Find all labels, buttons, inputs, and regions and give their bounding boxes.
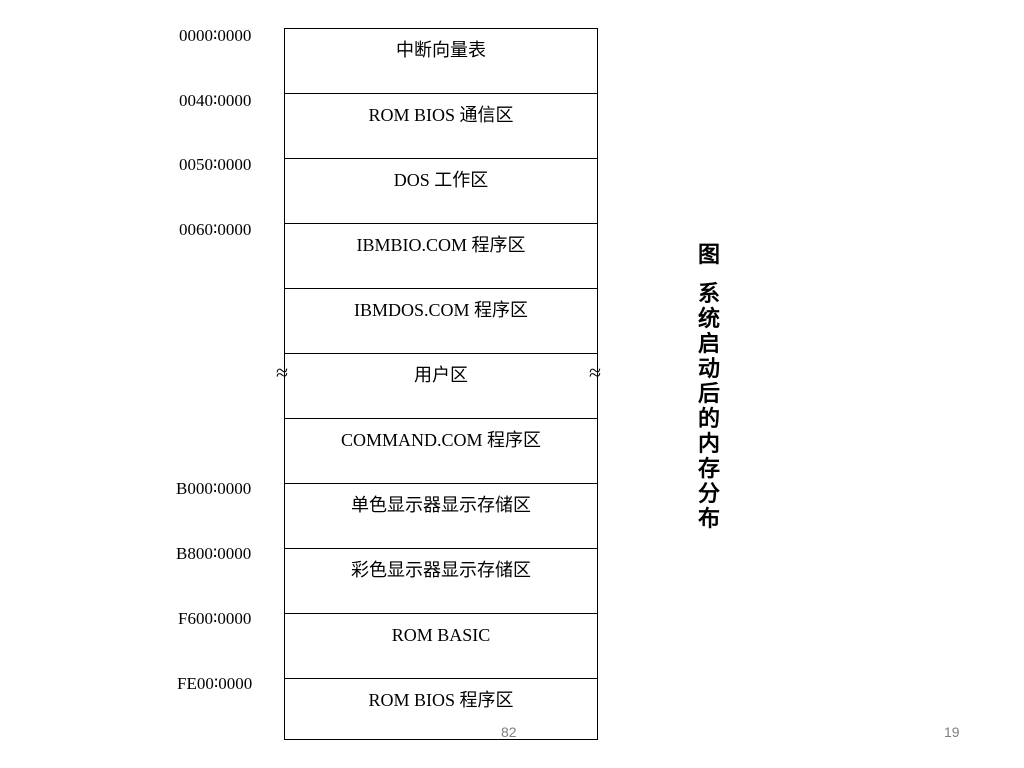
figure-caption: 图 系 统 启 动 后 的 内 存 分 布 [694,243,724,532]
memory-row-user-area: 用户区 [285,354,597,418]
memory-row-interrupt-vector-table: 中断向量表 [285,29,597,93]
row-label: 用户区 [414,365,468,385]
caption-char: 后 [697,382,720,407]
memory-row-ibmdos: IBMDOS.COM 程序区 [285,289,597,353]
row-divider [285,483,597,484]
source-page-number: 82 [501,724,517,740]
row-label: IBMDOS.COM 程序区 [353,300,529,320]
row-label: 单色显示器显示存储区 [351,495,531,515]
row-label: 中断向量表 [396,40,486,60]
caption-char: 启 [697,332,720,357]
caption-char: 图 [697,243,720,268]
caption-char: 动 [697,357,720,382]
address-label: FE00∶0000 [177,674,253,693]
caption-char: 统 [697,307,720,332]
row-divider [285,93,597,94]
break-mark-right: ≈ [589,360,602,385]
row-divider [285,678,597,679]
memory-row-rom-bios-comm: ROM BIOS 通信区 [285,94,597,158]
row-label: ROM BIOS 程序区 [368,690,514,710]
row-label: DOS 工作区 [393,170,489,190]
row-label: IBMBIO.COM 程序区 [356,235,526,255]
row-divider [285,288,597,289]
row-divider [285,613,597,614]
memory-row-ibmbio: IBMBIO.COM 程序区 [285,224,597,288]
address-label: B800∶0000 [176,544,252,563]
row-label: 彩色显示器显示存储区 [351,560,531,580]
row-divider [285,223,597,224]
memory-map-table: 中断向量表 ROM BIOS 通信区 DOS 工作区 IBMBIO.COM 程序… [284,28,598,740]
caption-char: 布 [697,507,720,532]
caption-char: 内 [697,432,720,457]
address-label: 0040∶0000 [179,91,252,110]
slide-number: 19 [944,724,960,740]
memory-row-mono-display: 单色显示器显示存储区 [285,484,597,548]
memory-row-command-com: COMMAND.COM 程序区 [285,419,597,483]
address-label: 0060∶0000 [179,220,252,239]
address-label: F600∶0000 [178,609,252,628]
row-divider [285,418,597,419]
caption-char: 存 [697,457,720,482]
row-divider [285,158,597,159]
memory-row-rom-bios-program: ROM BIOS 程序区 [285,679,597,743]
caption-char: 分 [697,482,720,507]
caption-gap [694,268,724,282]
memory-row-rom-basic: ROM BASIC [285,614,597,678]
row-label: ROM BIOS 通信区 [368,105,514,125]
row-label: ROM BASIC [391,625,491,645]
caption-char: 的 [697,407,720,432]
row-divider [285,353,597,354]
row-divider [285,548,597,549]
address-label: 0050∶0000 [179,155,252,174]
row-label: COMMAND.COM 程序区 [340,430,542,450]
memory-row-color-display: 彩色显示器显示存储区 [285,549,597,613]
memory-row-dos-work-area: DOS 工作区 [285,159,597,223]
caption-char: 系 [697,282,720,307]
break-mark-left: ≈ [276,360,289,385]
address-label: 0000∶0000 [179,26,252,45]
address-label: B000∶0000 [176,479,252,498]
